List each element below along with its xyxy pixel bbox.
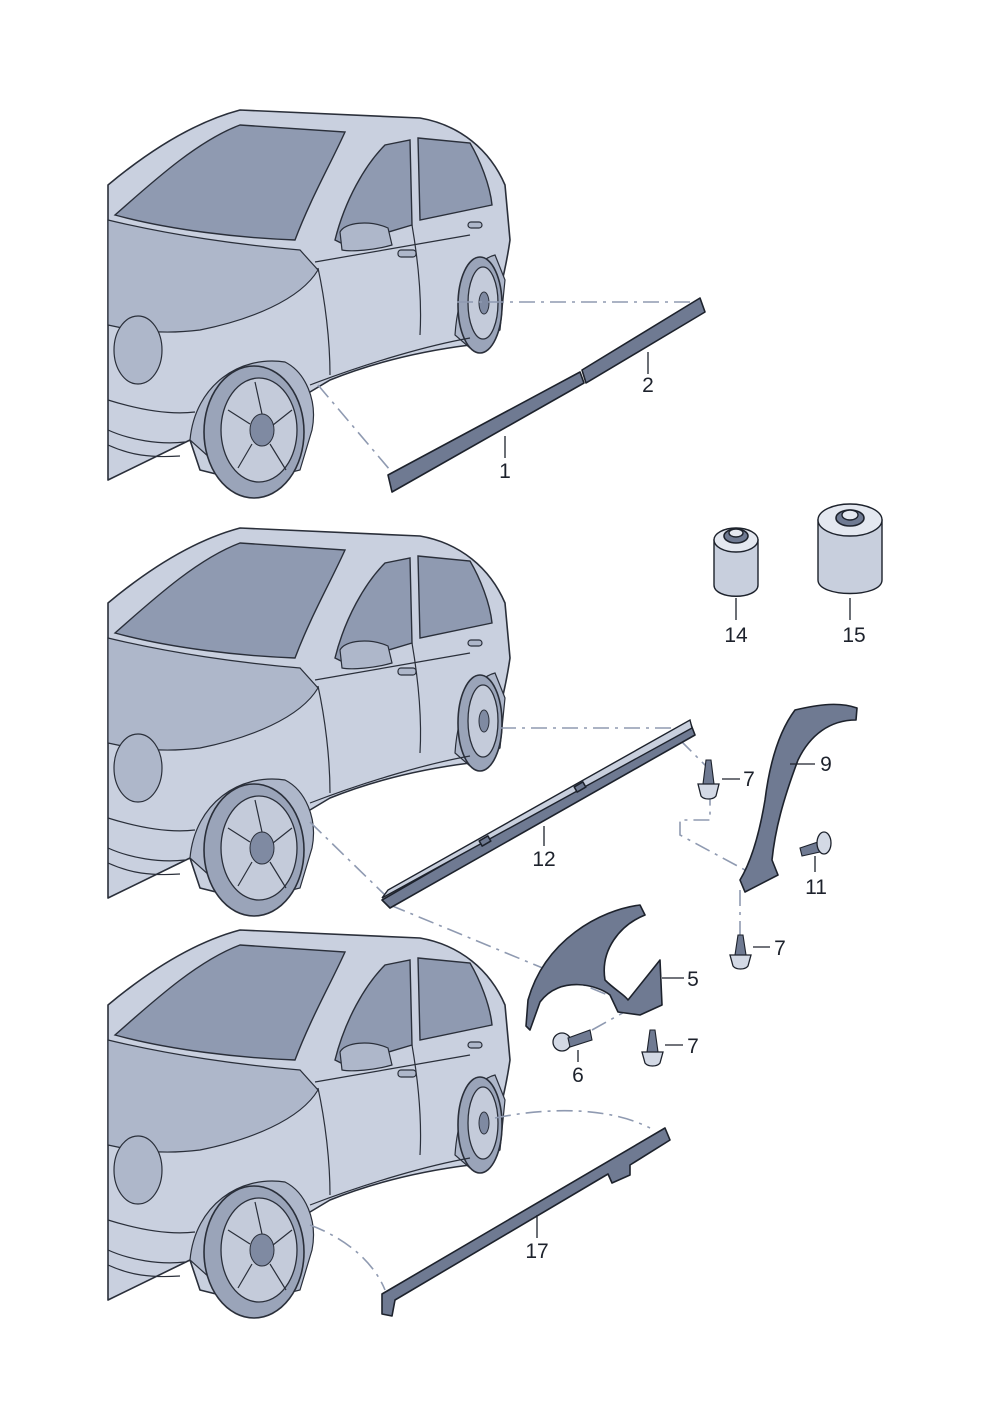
callout-14: 14: [724, 624, 748, 647]
part-1-door-moulding-front: [387, 371, 585, 493]
clip: [573, 781, 587, 793]
part-15-bush: [817, 503, 883, 595]
clip: [478, 835, 492, 847]
screw-7-c: [641, 1029, 664, 1067]
callout-12: 12: [532, 848, 555, 871]
guide-line: [309, 821, 386, 896]
screw-7-a: [697, 759, 720, 800]
callout-17: 17: [525, 1240, 548, 1263]
part-17-sill-cover: [381, 1127, 671, 1317]
car-illustration-top: [107, 109, 511, 499]
callout-11: 11: [805, 876, 827, 899]
guide-line: [389, 904, 621, 1001]
part-5-wheel-arch-extension-front: [525, 904, 663, 1031]
guide-line: [309, 1224, 386, 1291]
callout-5: 5: [687, 968, 699, 991]
callout-1: 1: [499, 460, 511, 483]
callout-15: 15: [842, 624, 865, 647]
part-12-sill-strip-edge: [381, 718, 693, 899]
screw-6: [552, 1029, 593, 1052]
guide-line: [317, 384, 391, 471]
callout-7b: 7: [774, 937, 786, 960]
part-14-bush: [713, 527, 759, 597]
callout-7a: 7: [743, 768, 755, 791]
callout-2: 2: [642, 374, 654, 397]
part-9-wheel-arch-extension-rear: [739, 703, 858, 893]
callout-7c: 7: [687, 1035, 699, 1058]
guide-line: [494, 1109, 651, 1129]
callout-6: 6: [572, 1064, 584, 1087]
screw-11: [799, 831, 832, 857]
screw-7-b: [729, 934, 752, 970]
part-2-door-moulding-rear: [581, 297, 706, 384]
guide-line: [679, 739, 746, 871]
callout-9: 9: [820, 753, 832, 776]
